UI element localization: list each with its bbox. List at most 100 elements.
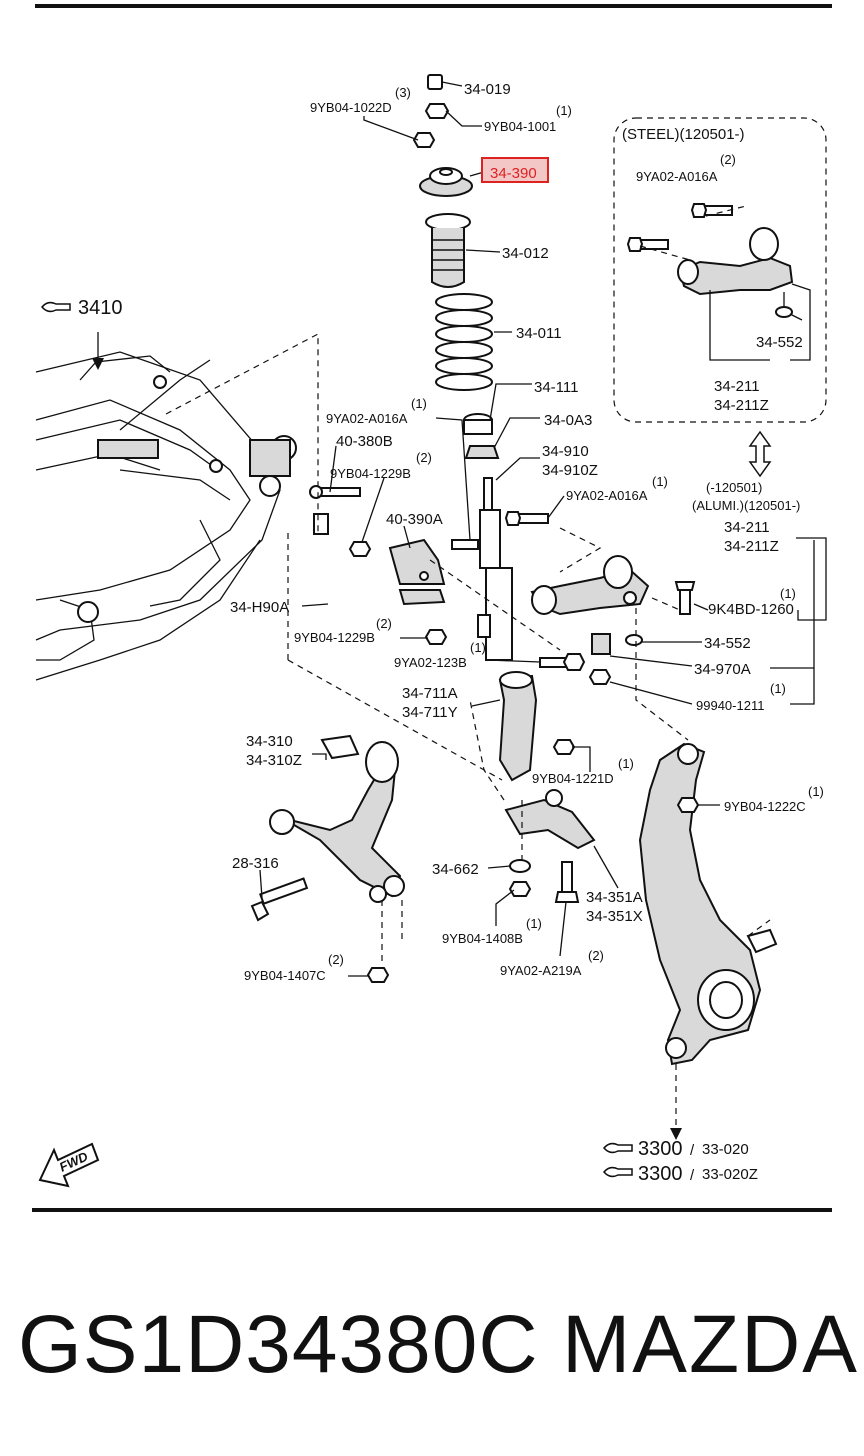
insulator-part (464, 445, 500, 459)
label-9ya02-a016a-steel: 9YA02-A016A (636, 169, 718, 184)
label-34-211: 34-211 (724, 519, 770, 536)
callout-labels: 34-019 (3) 9YB04-1022D (1) 9YB04-1001 34… (38, 81, 824, 1188)
label-34-390: 34-390 (490, 165, 537, 182)
nut-99940-part (588, 669, 612, 685)
ball-joint-part (504, 789, 596, 850)
nut-1408b-part (508, 881, 532, 897)
label-34-970a: 34-970A (694, 661, 751, 678)
ref-3410: 3410 (41, 297, 123, 319)
label-34-111: 34-111 (534, 379, 578, 396)
brand-name: MAZDA (562, 1299, 859, 1390)
label-33-020: 33-020 (702, 1141, 749, 1158)
qty-9yb04-1001: (1) (556, 103, 572, 118)
bolt-28-316-part (250, 877, 309, 922)
qty-9yb04-1229b-bot: (2) (376, 616, 392, 631)
label-34-211z-steel: 34-211Z (714, 397, 769, 414)
qty-9yb04-1221d: (1) (618, 756, 634, 771)
label-34-351x: 34-351X (586, 908, 643, 925)
variant-swap-arrow-icon (748, 430, 772, 478)
label-34-011: 34-011 (516, 325, 562, 342)
coil-spring-part (435, 293, 493, 391)
highlight-box-34-390 (481, 157, 549, 183)
qty-9yb04-1022d: (3) (395, 85, 411, 100)
label-9ya02-a219a: 9YA02-A219A (500, 963, 582, 978)
ref-3300-b: 3300 / 33-020Z (603, 1163, 758, 1185)
label-34-351a: 34-351A (586, 889, 643, 906)
label-3300-a: 3300 (638, 1138, 683, 1160)
bolt-a016a-mid (517, 513, 549, 524)
hand-pointer-icon (603, 1166, 633, 1178)
hand-pointer-icon (41, 301, 71, 313)
label-34-910z: 34-910Z (542, 462, 598, 479)
nut-1221d-part (552, 739, 576, 755)
upper-arm-alumi-part (530, 555, 650, 616)
label-9yb04-1222c: 9YB04-1222C (724, 799, 806, 814)
lower-control-arm-part (269, 734, 405, 903)
damper-upper (479, 509, 501, 569)
fwd-arrow-icon: FWD (38, 1142, 100, 1188)
bolt-a016a-top (451, 539, 479, 550)
knuckle-arrow-icon (670, 1128, 682, 1140)
hand-pointer-icon (603, 1142, 633, 1154)
qty-9yb04-1222c: (1) (808, 784, 824, 799)
stabilizer-link-34-711a-part (498, 671, 538, 782)
nut-1022d-part (412, 132, 436, 148)
dashed-connectors (165, 205, 771, 1134)
label-9ya02-a016a-top: 9YA02-A016A (326, 411, 408, 426)
slash-a: / (690, 1142, 695, 1159)
strut-bolts (451, 511, 586, 671)
label-40-390a: 40-390A (386, 511, 443, 528)
label-28-316: 28-316 (232, 855, 279, 872)
label-34-662: 34-662 (432, 861, 479, 878)
qty-9ya02-a219a: (2) (588, 948, 604, 963)
label-34-310z: 34-310Z (246, 752, 302, 769)
qty-9ya02-a016a-mid: (1) (652, 474, 668, 489)
qty-9ya02-a016a-top: (1) (411, 396, 427, 411)
label-33-020z: 33-020Z (702, 1166, 758, 1183)
label-range-120501: (-120501) (706, 480, 762, 495)
label-34-211z: 34-211Z (724, 538, 779, 555)
label-34-h90a: 34-H90A (230, 599, 289, 616)
label-34-211-steel: 34-211 (714, 378, 760, 395)
part-number: GS1D34380C (18, 1299, 539, 1390)
bump-stop-part (431, 228, 465, 288)
label-9ya02-123b: 9YA02-123B (394, 655, 467, 670)
label-9ya02-a016a-mid: 9YA02-A016A (566, 488, 648, 503)
label-34-711y: 34-711Y (402, 704, 458, 721)
label-9k4bd-1260: 9K4BD-1260 (708, 601, 794, 618)
qty-9ya02-a016a-steel: (2) (720, 152, 736, 167)
strut-assembly (412, 74, 513, 661)
footer: GS1D34380C MAZDA (0, 1298, 864, 1408)
label-9yb04-1221d: 9YB04-1221D (532, 771, 614, 786)
label-99940-1211: 99940-1211 (696, 698, 764, 713)
bolt-a219a-part (561, 861, 573, 893)
qty-9ya02-123b: (1) (470, 640, 486, 655)
bump-stop-top (425, 213, 471, 231)
steering-knuckle-part (638, 742, 778, 1066)
label-40-380b: 40-380B (336, 433, 393, 450)
washer-34-662 (509, 859, 531, 873)
label-3410: 3410 (78, 297, 123, 319)
label-34-552-steel: 34-552 (756, 334, 803, 351)
steel-variant-box (613, 117, 827, 423)
label-34-910: 34-910 (542, 443, 589, 460)
slash-b: / (690, 1167, 695, 1184)
label-9yb04-1001: 9YB04-1001 (484, 119, 556, 134)
nut-1229b-bot (424, 629, 448, 645)
subframe-arrow-icon (92, 358, 104, 370)
label-34-552: 34-552 (704, 635, 751, 652)
nut-1407c-part (366, 967, 390, 983)
qty-99940-1211: (1) (770, 681, 786, 696)
qty-9yb04-1229b-top: (2) (416, 450, 432, 465)
nut-1001-part (424, 103, 450, 119)
label-34-711a: 34-711A (402, 685, 458, 702)
label-9yb04-1229b-top: 9YB04-1229B (330, 466, 411, 481)
steel-box-title: (STEEL)(120501-) (622, 126, 745, 143)
dust-cap-part (427, 74, 443, 90)
label-3300-b: 3300 (638, 1163, 683, 1185)
label-9yb04-1408b: 9YB04-1408B (442, 931, 523, 946)
subframe-3410-part (35, 351, 297, 681)
label-34-310: 34-310 (246, 733, 293, 750)
stabilizer-bracket-part (388, 538, 446, 585)
